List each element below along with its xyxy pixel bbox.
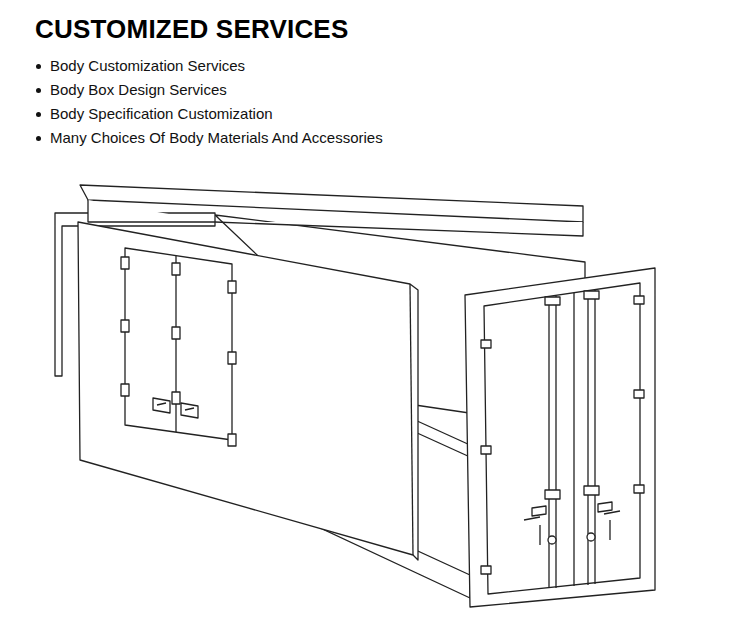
line-art <box>125 248 232 440</box>
line-art <box>228 352 236 364</box>
line-art <box>549 296 556 588</box>
line-art <box>215 222 583 236</box>
page-title: CUSTOMIZED SERVICES <box>35 14 348 45</box>
line-art <box>481 446 491 454</box>
line-art <box>121 384 129 396</box>
line-art <box>540 520 610 545</box>
line-art <box>588 290 595 585</box>
line-art <box>415 432 470 457</box>
line-art <box>584 291 599 299</box>
line-art <box>78 222 418 560</box>
line-art <box>598 502 612 512</box>
line-art <box>172 327 180 339</box>
line-art <box>175 256 176 432</box>
line-art <box>121 320 129 332</box>
line-art <box>584 486 599 495</box>
line-art <box>634 296 644 304</box>
line-art <box>481 566 491 574</box>
line-art <box>545 297 560 305</box>
line-art <box>172 263 180 275</box>
bullet-dot <box>36 88 41 93</box>
line-art <box>545 490 560 499</box>
line-art <box>153 398 170 413</box>
line-art <box>88 200 215 222</box>
bullet-dot <box>36 64 41 69</box>
line-art <box>573 293 574 586</box>
line-art <box>548 536 556 544</box>
line-art <box>121 257 236 446</box>
line-art <box>415 420 470 445</box>
bullet-item: Many Choices Of Body Materials And Acces… <box>50 129 383 147</box>
line-art <box>121 257 129 269</box>
bullet-item: Body Customization Services <box>50 57 245 75</box>
line-art <box>465 268 655 607</box>
line-art <box>532 506 546 516</box>
line-art <box>481 291 644 574</box>
bullet-item: Body Specification Customization <box>50 105 273 123</box>
line-art <box>157 403 194 410</box>
line-art <box>587 533 595 541</box>
line-art <box>228 281 236 293</box>
line-art <box>172 392 180 404</box>
line-art <box>410 284 413 555</box>
line-art <box>481 340 491 348</box>
bullet-dot <box>36 136 41 141</box>
line-art <box>524 511 620 520</box>
line-art <box>181 403 198 418</box>
line-art <box>228 434 236 446</box>
line-art <box>634 485 644 493</box>
line-art <box>484 283 640 594</box>
line-art <box>80 185 583 222</box>
bullet-item: Body Box Design Services <box>50 81 227 99</box>
bullet-dot <box>36 112 41 117</box>
line-art <box>634 390 644 398</box>
